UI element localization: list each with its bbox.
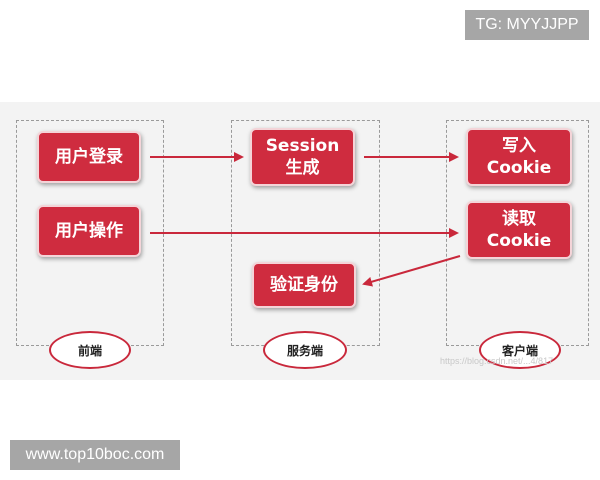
session-label-line2: 生成 [285, 158, 320, 178]
faint-watermark: https://blog.csdn.net/...4/817 [440, 356, 554, 366]
arrow-read-to-verify [362, 255, 461, 287]
login-label: 用户登录 [55, 147, 123, 167]
read-cookie-node: 读取 Cookie [466, 201, 572, 259]
watermark-tag-top: TG: MYYJJPP [465, 10, 589, 40]
read-label-line2: Cookie [486, 231, 552, 251]
watermark-tag-bottom: www.top10boc.com [10, 440, 180, 470]
operate-node: 用户操作 [37, 205, 141, 257]
read-label-line1: 读取 [502, 209, 536, 229]
client-label: 客户端 [479, 331, 561, 369]
session-label-line1: Session [265, 136, 340, 156]
server-label: 服务端 [263, 331, 347, 369]
verify-node: 验证身份 [252, 262, 356, 308]
login-node: 用户登录 [37, 131, 141, 183]
session-node: Session 生成 [250, 128, 355, 186]
write-label-line2: Cookie [486, 158, 552, 178]
verify-label: 验证身份 [270, 275, 338, 295]
write-cookie-node: 写入 Cookie [466, 128, 572, 186]
write-label-line1: 写入 [502, 136, 536, 156]
operate-label: 用户操作 [55, 221, 123, 241]
frontend-label: 前端 [49, 331, 131, 369]
